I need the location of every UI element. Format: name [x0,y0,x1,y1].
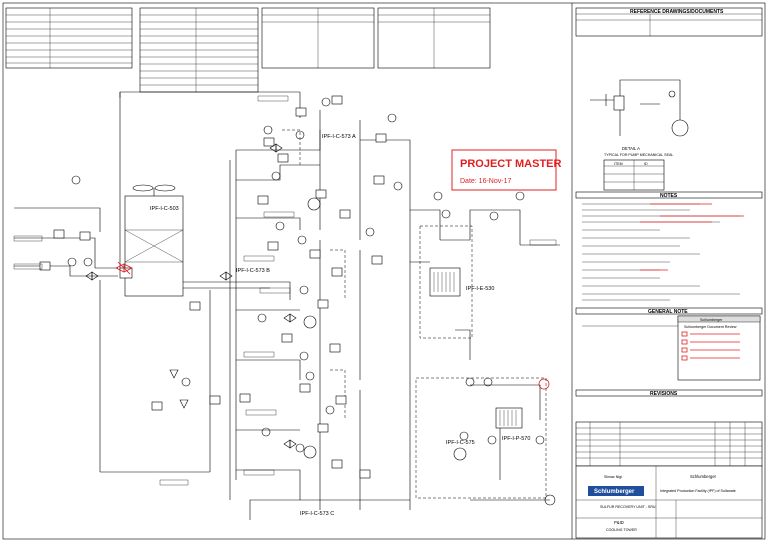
detail-title: DETAIL A [622,146,640,151]
project-master-stamp [451,149,557,191]
general-note-header-bar [575,307,763,315]
detail-subtitle: TYPICAL FOR PUMP MECHANICAL SEAL [604,153,673,157]
revision-header-bar [575,389,763,397]
notes-header-bar [575,191,763,199]
cell-a-tag: IPF-I-C-573 A [322,134,356,140]
client-line1: Slimac Nigi [604,475,622,479]
stamp-title: PROJECT MASTER [460,158,562,170]
detail-a-sketch [590,79,689,137]
cooling-tower-fan-cell [119,184,184,297]
instrument-symbols [39,95,556,506]
revision-header: REVISIONS [650,391,678,397]
client-logo [588,486,644,496]
stamp-date: Date: 16-Nov-17 [460,178,511,185]
equipment-data-tables [5,7,491,93]
detail-col-item: ITEM [614,162,623,166]
general-note-header: GENERAL NOTE [648,309,688,315]
drawing-subtitle: COOLING TOWER [606,528,637,532]
fan-cell-tag: IPF-I-C-503 [150,206,179,212]
line-number-labels [13,95,557,486]
client-logo-text: Schlumberger [594,489,635,495]
title-block [575,465,763,539]
detail-col-id: ID [644,162,648,166]
project-name: Integrated Production Facility (IPF) of … [660,489,736,493]
review-subtitle: Schlumberger Document Review [684,325,737,329]
revision-table [575,421,763,467]
reference-table [575,7,763,37]
unit-name: SULFUR RECOVERY UNIT - SRU [600,505,656,509]
drawing-title: P&ID [614,520,624,525]
exchanger-b-tag: IPF-I-C-575 [446,440,475,446]
review-title: Schlumberger [700,318,723,322]
reference-header: REFERENCE DRAWINGS/DOCUMENTS [630,9,724,15]
cell-b-tag: IPF-I-C-573 B [236,268,270,274]
exchanger-c-575 [415,377,550,499]
cell-c-tag: IPF-I-C-573 C [300,511,334,517]
process-lines [14,91,560,520]
exchanger-a-tag: IPF-I-E-530 [466,286,494,292]
exchanger-e-530 [419,225,473,339]
document-review-box [677,315,761,381]
pump-tag: IPF-I-P-570 [502,436,530,442]
notes-list [582,203,744,301]
company-name: Schlumberger [690,474,717,479]
notes-header: NOTES [660,193,678,199]
